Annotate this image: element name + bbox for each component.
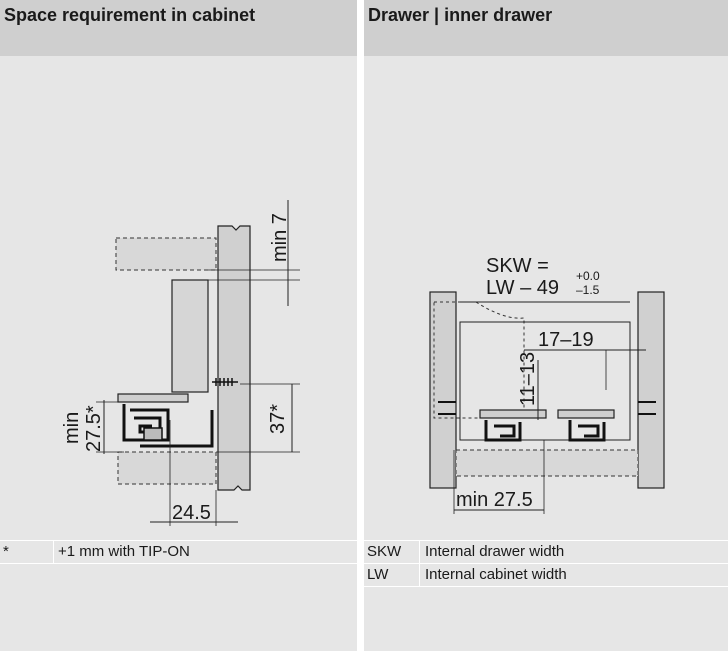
fixing-screws-left [438, 401, 456, 415]
dim-min-label: min [61, 412, 83, 444]
dim-min-27-5: min 27.5 [456, 489, 533, 511]
drawer-side [171, 279, 209, 393]
legend-key: SKW [367, 543, 402, 560]
legend-row: SKW Internal drawer width [364, 541, 728, 564]
drawer-body [459, 321, 631, 441]
runner-plate-right [557, 409, 615, 419]
panel-header: Drawer | inner drawer [364, 0, 728, 56]
legend-table: SKW Internal drawer width LW Internal ca… [364, 540, 728, 587]
inner-drawer-front [433, 301, 525, 419]
bottom-shelf [455, 449, 639, 477]
fixing-screws-right [638, 401, 656, 415]
cabinet-space-diagram: min 7 37* min 27.5* 24.5 [61, 200, 300, 526]
bottom-shelf [117, 451, 217, 485]
space-requirement-panel: Space requirement in cabinet min 7 37* m… [0, 0, 357, 651]
legend-value: Internal cabinet width [425, 566, 567, 583]
dim-skw: SKW = [486, 255, 549, 277]
drawer-panel: Drawer | inner drawer SKW = LW – 49 +0.0… [364, 0, 728, 651]
dim-11-13: 11–13 [517, 352, 539, 406]
runner-plate-left [479, 409, 547, 419]
cabinet-side [217, 225, 251, 491]
runner-roller [143, 427, 163, 441]
footnote-row: * +1 mm with TIP-ON [0, 541, 357, 564]
top-shelf [115, 237, 217, 271]
dim-tol-lower: –1.5 [576, 283, 600, 297]
legend-row: LW Internal cabinet width [364, 564, 728, 587]
legend-value: Internal drawer width [425, 543, 565, 560]
panel-title: Drawer | inner drawer [368, 5, 553, 25]
drawer-width-diagram: SKW = LW – 49 +0.0 –1.5 17–19 11–13 min … [429, 255, 665, 514]
dim-27-5: 27.5* [83, 405, 105, 452]
dim-min7: min 7 [269, 213, 291, 262]
drawer-bottom-plate [117, 393, 189, 403]
cabinet-side-left [429, 291, 457, 489]
dim-24-5: 24.5 [172, 502, 211, 524]
legend-key: LW [367, 566, 389, 583]
panel-title: Space requirement in cabinet [4, 5, 256, 25]
dim-tol-upper: +0.0 [576, 269, 600, 283]
footnote-key: * [3, 543, 9, 560]
footnote-table: * +1 mm with TIP-ON [0, 540, 357, 564]
panel-header: Space requirement in cabinet [0, 0, 357, 56]
dim-37: 37* [267, 404, 289, 434]
runner-profile-right [568, 420, 606, 442]
carcase-rail [140, 410, 214, 448]
footnote-value: +1 mm with TIP-ON [58, 543, 190, 560]
cabinet-side-right [637, 291, 665, 489]
dim-17-19: 17–19 [538, 329, 594, 351]
runner-profile-left [484, 420, 522, 442]
fixing-screw [212, 378, 238, 386]
dim-lw-49: LW – 49 [486, 277, 559, 299]
